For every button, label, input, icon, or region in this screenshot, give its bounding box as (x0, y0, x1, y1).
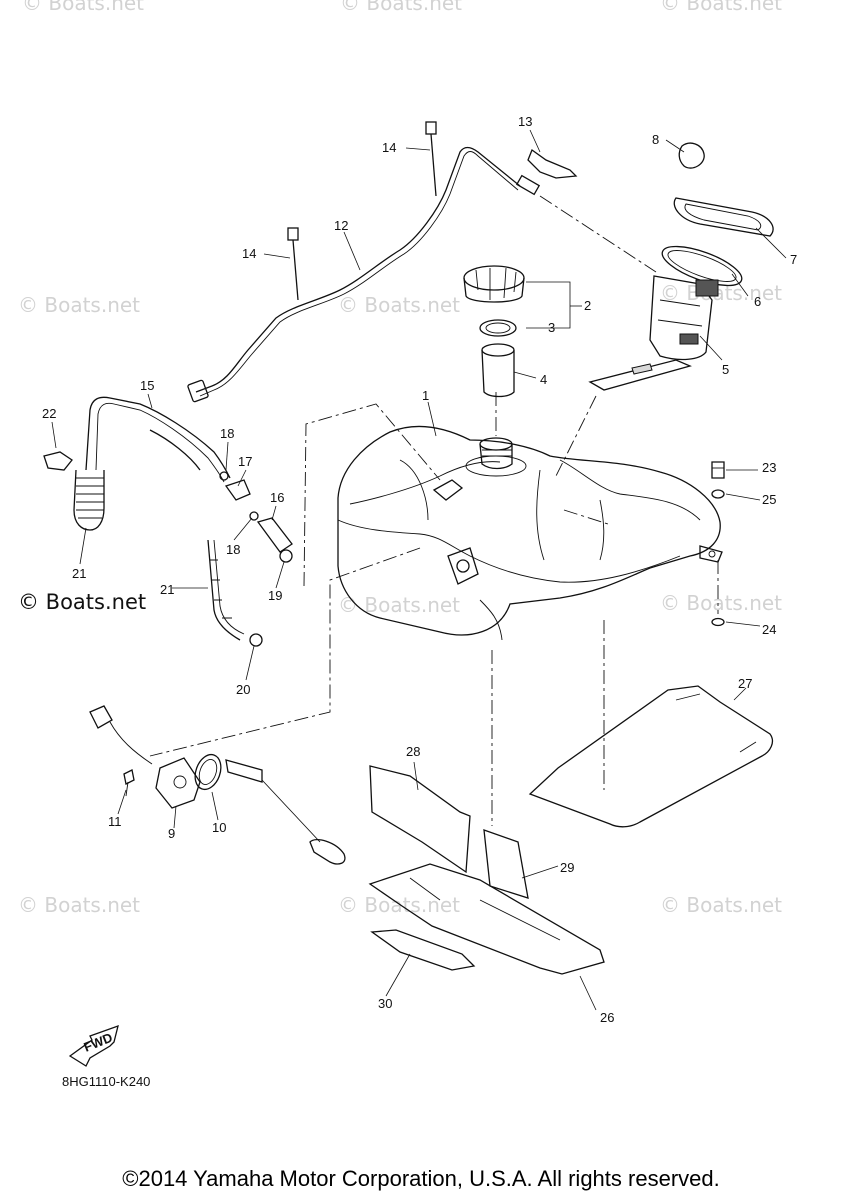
callout-21-right: 21 (160, 582, 174, 597)
callout-19: 19 (268, 588, 282, 603)
breather-hose-12 (195, 146, 521, 393)
callout-24: 24 (762, 622, 776, 637)
fuel-pump-5 (588, 275, 719, 391)
bolt-23 (711, 461, 725, 479)
breather-hose-12-edge (199, 151, 519, 397)
callout-15: 15 (140, 378, 154, 393)
cap-gasket-3 (479, 319, 517, 337)
cap-8 (678, 142, 705, 169)
fuel-sender-9 (155, 757, 201, 809)
cable-tie-14-lower (287, 227, 299, 301)
fwd-arrow: FWD (68, 1024, 119, 1067)
callout-16: 16 (270, 490, 284, 505)
callout-25: 25 (762, 492, 776, 507)
watermark: © Boats.net (22, 0, 144, 15)
reference-lines (149, 195, 719, 826)
clamp-19 (279, 549, 293, 563)
diagram-code: 8HG1110-K240 (62, 1074, 151, 1089)
protector-21-left (73, 469, 105, 531)
hose-joint (515, 174, 541, 196)
callout-3: 3 (548, 320, 555, 335)
callout-13: 13 (518, 114, 532, 129)
watermark-dark: © Boats.net (18, 590, 147, 614)
watermark: © Boats.net (340, 0, 462, 15)
cover-26 (368, 863, 605, 975)
clamp-20 (249, 633, 263, 647)
fitting-17 (224, 479, 251, 501)
hose-end-connector (187, 379, 209, 403)
callout-7: 7 (790, 252, 797, 267)
callout-14-lower: 14 (242, 246, 256, 261)
callout-30: 30 (378, 996, 392, 1011)
callout-12: 12 (334, 218, 348, 233)
washer-24 (711, 617, 725, 627)
cable-tie-14-upper (425, 121, 437, 197)
cover-27 (528, 685, 774, 828)
watermark: © Boats.net (18, 293, 140, 317)
callout-4: 4 (540, 372, 547, 387)
float-arm (225, 759, 346, 865)
callout-17: 17 (238, 454, 252, 469)
callout-18-lower: 18 (226, 542, 240, 557)
watermark: © Boats.net (660, 893, 782, 917)
damper-29 (483, 829, 529, 899)
callout-29: 29 (560, 860, 574, 875)
callout-10: 10 (212, 820, 226, 835)
damper-28 (369, 765, 471, 874)
watermark: © Boats.net (338, 893, 460, 917)
leader-lines (51, 129, 787, 1011)
wire-connector (89, 705, 153, 765)
fwd-label: FWD (82, 1030, 115, 1055)
callout-11: 11 (108, 814, 122, 829)
cover-27-detail (675, 693, 757, 753)
fuel-tank-1 (337, 425, 723, 641)
protector-21-right (207, 539, 245, 641)
watermark: © Boats.net (660, 0, 782, 15)
fuel-hose-15 (85, 396, 231, 483)
callout-8: 8 (652, 132, 659, 147)
copyright-notice: ©2014 Yamaha Motor Corporation, U.S.A. A… (122, 1166, 720, 1191)
ring-6 (661, 245, 743, 287)
callout-21-left: 21 (72, 566, 86, 581)
bracket-13 (527, 148, 578, 179)
filler-neck-4 (481, 343, 515, 398)
callout-28: 28 (406, 744, 420, 759)
damper-30 (370, 929, 476, 971)
callout-20: 20 (236, 682, 250, 697)
clip-22 (43, 451, 73, 471)
watermark: © Boats.net (660, 591, 782, 615)
cover-26-detail (409, 877, 561, 941)
callout-18-upper: 18 (220, 426, 234, 441)
sender-gasket-10 (194, 753, 222, 791)
hose-joint-16 (256, 517, 293, 553)
callout-9: 9 (168, 826, 175, 841)
callout-2: 2 (584, 298, 591, 313)
fuel-cap-2 (463, 265, 525, 303)
watermark-layer: © Boats.net © Boats.net © Boats.net © Bo… (18, 0, 782, 917)
watermark: © Boats.net (18, 893, 140, 917)
watermark: © Boats.net (338, 293, 460, 317)
callout-27: 27 (738, 676, 752, 691)
collar-25 (711, 489, 725, 499)
callout-26: 26 (600, 1010, 614, 1025)
clamp-18-lower (249, 511, 259, 521)
callout-23: 23 (762, 460, 776, 475)
cap-gasket-3-inner (485, 322, 511, 334)
callout-1: 1 (422, 388, 429, 403)
watermark: © Boats.net (338, 593, 460, 617)
callouts: 1 2 3 4 5 6 7 8 9 10 11 12 13 14 14 15 1… (42, 114, 797, 1025)
clamp-18-upper (219, 471, 229, 481)
callout-22: 22 (42, 406, 56, 421)
callout-5: 5 (722, 362, 729, 377)
callout-14-upper: 14 (382, 140, 396, 155)
screw-11 (123, 769, 135, 797)
callout-6: 6 (754, 294, 761, 309)
